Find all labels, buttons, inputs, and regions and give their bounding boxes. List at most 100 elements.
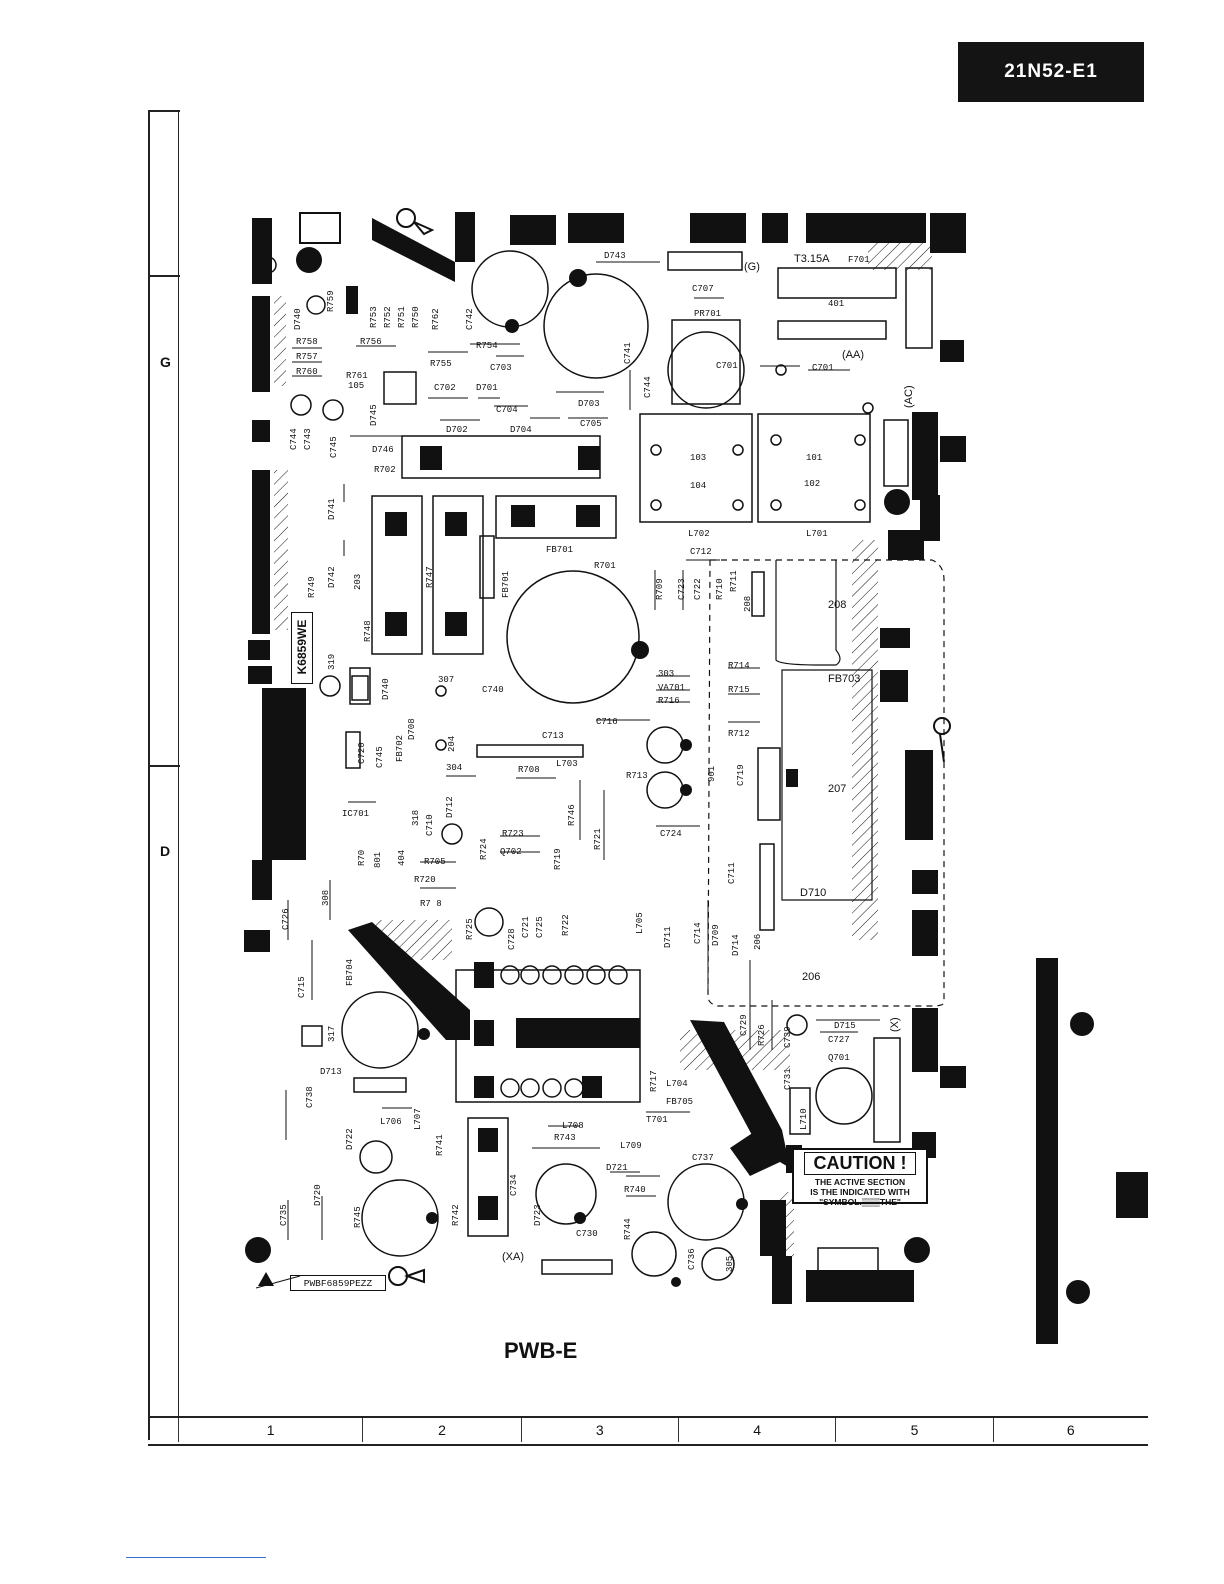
label-r719: R723 xyxy=(502,829,524,839)
label-d715: C729 xyxy=(739,1014,749,1036)
label-c701: C701 xyxy=(716,361,738,371)
label-fb703: 208 xyxy=(743,596,753,612)
label-r734: L710 xyxy=(799,1108,809,1130)
label-r723: C710 xyxy=(425,814,435,836)
label-c711: R7 8 xyxy=(420,899,442,909)
label-r743: C738 xyxy=(305,1086,315,1108)
label-fb702: C720 xyxy=(357,742,367,764)
label-d722: L707 xyxy=(413,1108,423,1130)
label-l708: R741 xyxy=(435,1134,445,1156)
label-c731: R744 xyxy=(623,1218,633,1240)
label-r747: R747 xyxy=(425,566,435,588)
label-d702: D702 xyxy=(446,425,468,435)
label-ic701: C719 xyxy=(736,764,746,786)
column-6: 6 xyxy=(992,1418,1148,1442)
label-c730: R745 xyxy=(353,1206,363,1228)
model-tag-text: 21N52-E1 xyxy=(1004,61,1098,82)
label-c729: C715 xyxy=(297,976,307,998)
label-d743: D743 xyxy=(604,251,626,261)
label-c723: R709 xyxy=(655,578,665,600)
caution-title: CAUTION ! xyxy=(804,1152,916,1175)
label-c702: C702 xyxy=(434,383,456,393)
footer-link-line xyxy=(126,1557,266,1558)
label-c737: L708 xyxy=(562,1121,584,1131)
label-l710: C736 xyxy=(687,1248,697,1270)
label-r724: 404 xyxy=(397,850,407,866)
label-319: 208 xyxy=(828,599,846,611)
label-c725: C728 xyxy=(507,928,517,950)
label-205: C731 xyxy=(783,1068,793,1090)
model-tag: 21N52-E1 xyxy=(958,42,1144,102)
label-801: R746 xyxy=(567,804,577,826)
label-404: R70 xyxy=(357,850,367,866)
connector-pins xyxy=(435,364,874,1098)
label-c727: R726 xyxy=(757,1024,767,1046)
label-203: 203 xyxy=(353,574,363,590)
label-304: 204 xyxy=(447,736,457,752)
label-c726: C711 xyxy=(727,862,737,884)
active-section-inner xyxy=(775,560,841,666)
label-r722: C721 xyxy=(521,916,531,938)
caution-line-2: IS THE INDICATED WITH xyxy=(810,1187,910,1197)
column-4-label: 4 xyxy=(753,1422,762,1438)
label-c724: R720 xyxy=(414,875,436,885)
label-fb704: 206 xyxy=(753,934,763,950)
hatched-areas xyxy=(274,240,932,1262)
label-ac: (AC) xyxy=(903,385,915,408)
label-r711: R710 xyxy=(715,578,725,600)
label-208: R711 xyxy=(729,570,739,592)
label-r78: R724 xyxy=(479,838,489,860)
label-r720: R705 xyxy=(424,857,446,867)
column-5-label: 5 xyxy=(910,1422,919,1438)
label-c715: D714 xyxy=(731,934,741,956)
label-c703: C703 xyxy=(490,363,512,373)
frame-tick-d-top xyxy=(150,765,180,767)
label-r746: R719 xyxy=(553,848,563,870)
label-r757: R757 xyxy=(296,352,318,362)
label-r713: R708 xyxy=(518,765,540,775)
label-317: 206 xyxy=(802,971,820,983)
label-c704: C704 xyxy=(496,405,518,415)
frame-top-tick xyxy=(148,110,180,112)
label-r709: C712 xyxy=(690,547,712,557)
label-303: 307 xyxy=(438,675,454,685)
label-r744: R742 xyxy=(451,1204,461,1226)
label-d710: C724 xyxy=(660,829,682,839)
label-d708: C745 xyxy=(375,746,385,768)
label-102: 102 xyxy=(804,479,820,489)
label-r716: 303 xyxy=(658,669,674,679)
board-side-label: K6859WE xyxy=(291,612,313,684)
label-d712: 318 xyxy=(411,810,421,826)
label-c705: C705 xyxy=(580,419,602,429)
label-c736: D723 xyxy=(533,1204,543,1226)
label-c744: C744 xyxy=(289,428,299,450)
label-306: 305 xyxy=(725,1256,735,1272)
label-c712: R701 xyxy=(594,561,616,571)
label-d740: D740 xyxy=(293,308,303,330)
column-5: 5 xyxy=(835,1418,992,1442)
column-2: 2 xyxy=(362,1418,520,1442)
label-c721: R725 xyxy=(465,918,475,940)
label-r740: L709 xyxy=(620,1141,642,1151)
label-c710: IC701 xyxy=(342,809,369,819)
column-1: 1 xyxy=(178,1418,362,1442)
label-r750: R750 xyxy=(411,306,421,328)
label-101: 101 xyxy=(806,453,822,463)
label-r715: R716 xyxy=(658,696,680,706)
label-pr701: PR701 xyxy=(694,309,721,319)
mounting-holes xyxy=(245,247,1094,1304)
label-r705: 801 xyxy=(373,852,383,868)
label-d721: R743 xyxy=(554,1133,576,1143)
label-103: 103 xyxy=(690,453,706,463)
label-f701: F701 xyxy=(848,255,870,265)
label-r761: R761 xyxy=(346,371,368,381)
label-l701: L701 xyxy=(806,529,828,539)
label-d740b: D740 xyxy=(381,678,391,700)
label-c728: 308 xyxy=(321,890,331,906)
label-c701b: C701 xyxy=(812,363,834,373)
label-r702: R702 xyxy=(374,465,396,475)
label-l705: C725 xyxy=(535,916,545,938)
label-901: L703 xyxy=(556,759,578,769)
label-r753: R753 xyxy=(369,306,379,328)
traces xyxy=(255,261,880,1289)
